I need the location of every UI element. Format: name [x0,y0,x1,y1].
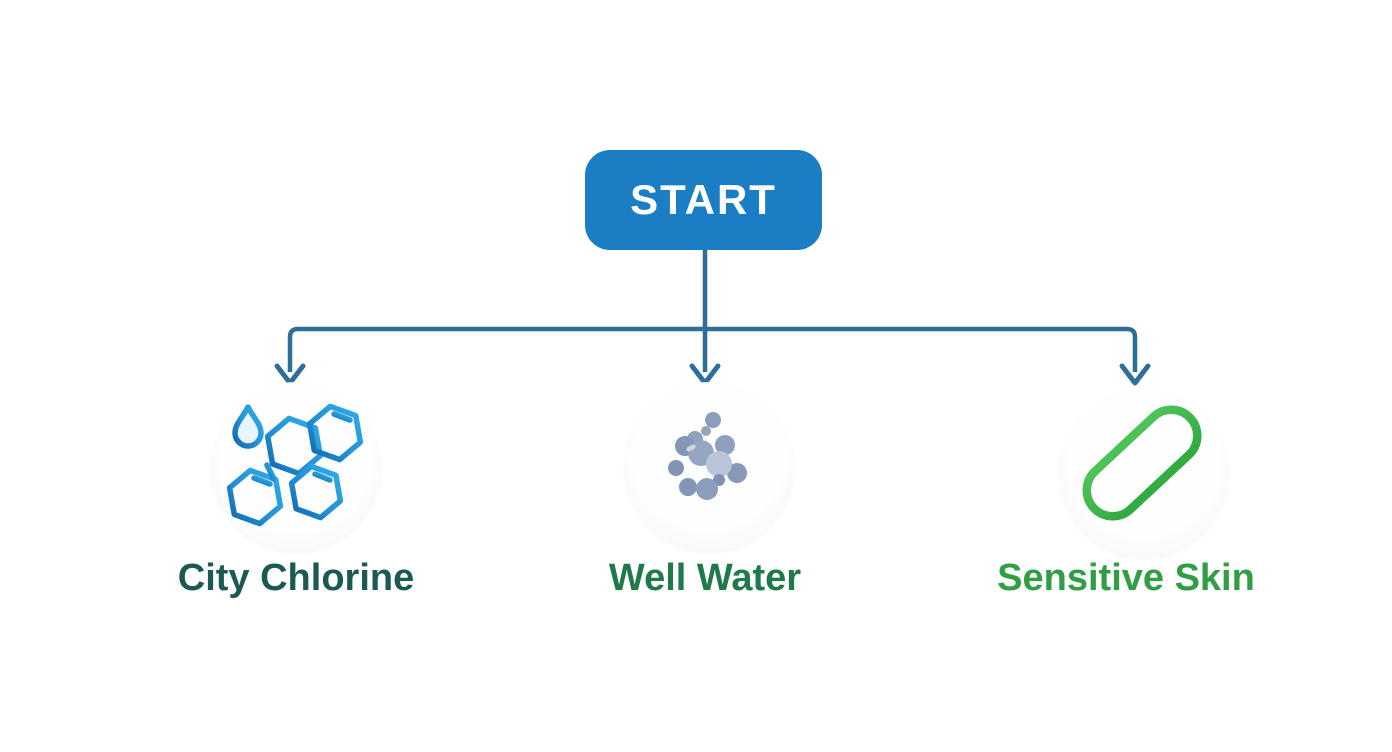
sensitive-skin-icon-box [976,388,1276,560]
branch-label-city-chlorine: City Chlorine [177,557,415,599]
chlorine-molecule-icon [226,403,364,527]
arrowhead-center-icon [689,363,721,386]
branch-well-water[interactable]: Well Water [555,382,855,600]
mineral-cluster [668,412,747,500]
arrowhead-right-icon [1119,363,1151,386]
icon-halo [1058,388,1230,560]
mineral-particles-icon [668,412,747,500]
arrowhead-left-icon [274,363,306,386]
branch-city-chlorine[interactable]: City Chlorine [146,382,446,600]
city-chlorine-icon-box [146,382,446,554]
start-node[interactable]: START [585,150,822,250]
droplet-shape [232,404,264,449]
branch-label-sensitive-skin: Sensitive Skin [997,557,1255,599]
branch-sensitive-skin[interactable]: Sensitive Skin [976,388,1276,600]
icon-halo [210,382,382,554]
well-water-icon-box [555,382,855,554]
connector-rail [287,326,1138,372]
branch-label-well-water: Well Water [608,557,802,599]
capsule-icon [1082,405,1202,521]
capsule-divider [1121,441,1163,485]
